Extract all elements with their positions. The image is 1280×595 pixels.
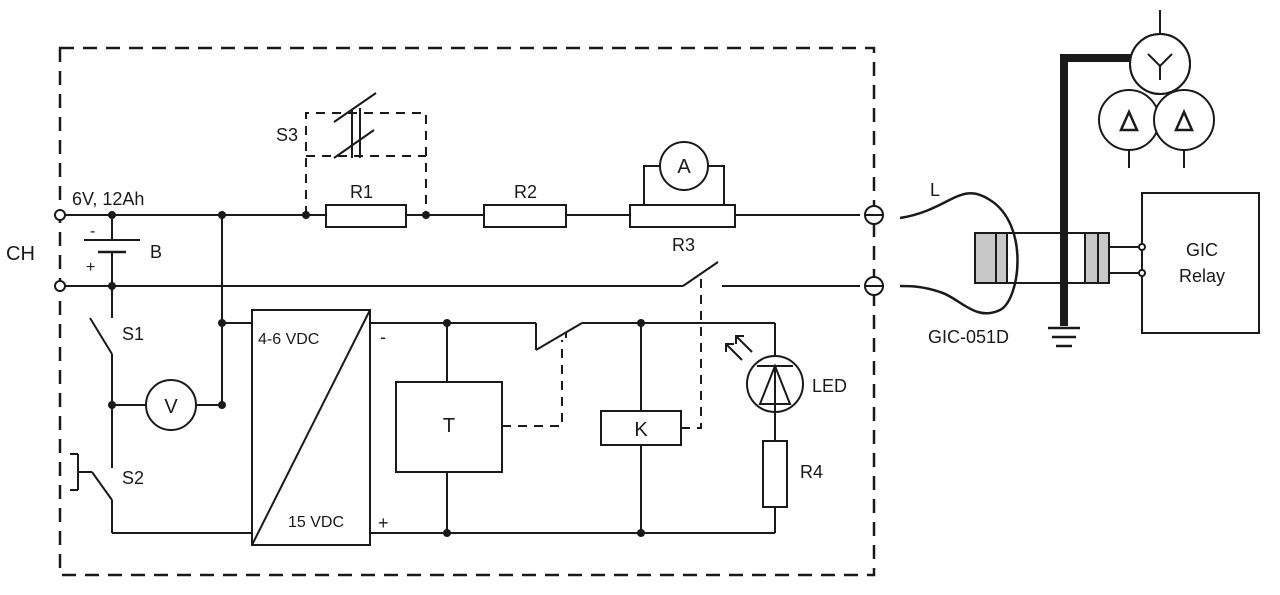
timer-link <box>502 340 563 427</box>
s3-bypass <box>305 112 427 215</box>
led-label: LED <box>812 376 847 396</box>
led-ray <box>735 335 753 353</box>
cable-label: L <box>930 180 940 200</box>
k-contact-switch <box>682 261 719 287</box>
resistor-r4 <box>762 440 788 508</box>
s2-label: S2 <box>122 468 144 488</box>
test-cable-loop <box>899 192 1019 315</box>
sensor-label: GIC-051D <box>928 327 1009 347</box>
converter-output-label: 15 VDC <box>288 514 344 531</box>
s3-actuator <box>333 129 375 159</box>
s3-label: S3 <box>276 125 298 145</box>
converter-diagonal <box>251 309 371 546</box>
timer <box>395 381 503 473</box>
resistor-r3 <box>629 204 736 228</box>
delta-symbol <box>1174 108 1194 132</box>
s2-blade <box>91 471 113 501</box>
relay-coil <box>600 410 682 446</box>
gic-relay-label-line2: Relay <box>1179 266 1225 286</box>
battery-spec-label: 6V, 12Ah <box>72 189 144 209</box>
ammeter-label: A <box>677 156 691 178</box>
delta-symbol <box>1119 108 1139 132</box>
resistor-r1 <box>325 204 407 228</box>
led-ray-arrow <box>725 343 734 352</box>
r2-label: R2 <box>514 182 537 202</box>
gic-relay <box>1141 192 1260 334</box>
relay-input-terminal <box>1138 243 1146 251</box>
s1-label: S1 <box>122 324 144 344</box>
relay-input-terminal <box>1138 269 1146 277</box>
timer-label: T <box>443 415 455 437</box>
transformer-hv-winding-outline <box>1129 33 1191 95</box>
sensor-core-left <box>974 232 1008 284</box>
battery-plus-label: + <box>86 259 95 276</box>
neutral-ground-conductor <box>1060 54 1152 326</box>
voltmeter-label: V <box>164 396 178 418</box>
enclosure-boundary <box>58 46 876 577</box>
battery-label: B <box>150 242 162 262</box>
converter-plus-label: + <box>378 513 389 533</box>
s1-blade <box>89 317 113 355</box>
transformer-lv-winding-1 <box>1098 89 1160 151</box>
led-ray <box>725 343 743 361</box>
ch-label: CH <box>6 243 35 265</box>
gic-relay-label-line1: GIC <box>1186 240 1218 260</box>
relay-coil-label: K <box>634 419 648 441</box>
s3-actuator <box>333 92 377 123</box>
r1-label: R1 <box>350 182 373 202</box>
resistor-r2 <box>483 204 567 228</box>
ch-terminal-top <box>54 209 66 221</box>
r3-label: R3 <box>672 235 695 255</box>
converter-input-label: 4-6 VDC <box>258 331 319 348</box>
battery-minus-label: - <box>90 223 95 240</box>
timer-contact <box>535 322 583 351</box>
r4-label: R4 <box>800 462 823 482</box>
relay-link <box>681 276 702 429</box>
transformer-lv-winding-2 <box>1153 89 1215 151</box>
ch-terminal-bottom <box>54 280 66 292</box>
led-ray-arrow <box>735 335 744 344</box>
converter-minus-label: - <box>380 327 386 347</box>
ammeter <box>659 141 709 191</box>
